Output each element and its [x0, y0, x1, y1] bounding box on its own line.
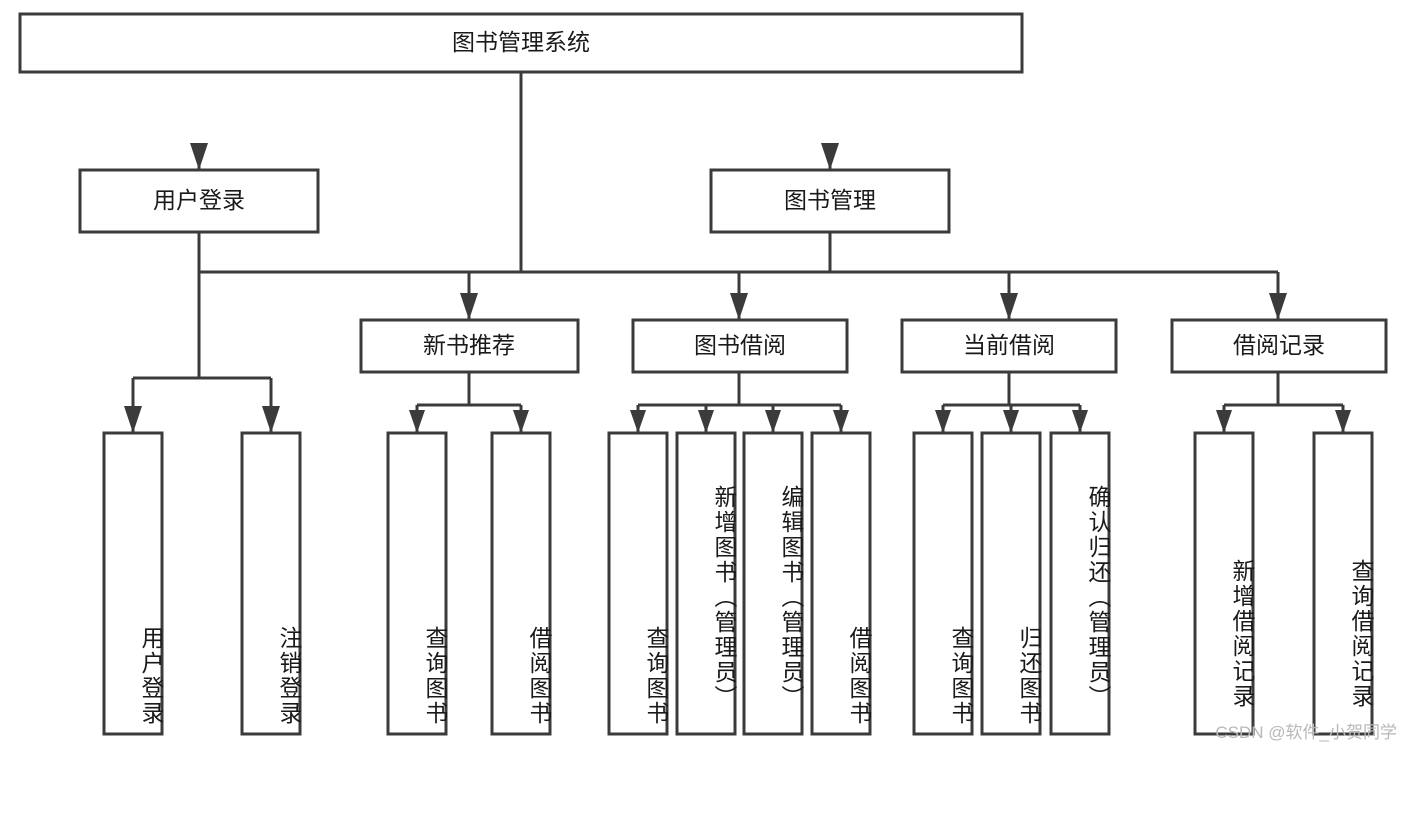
node-leaf-user-login-label: 用户登录 [138, 625, 164, 726]
arrow-borrowrecord-leaf2-icon [1335, 410, 1351, 433]
node-leaf-query-book-3-label: 查询图书 [948, 625, 974, 726]
arrow-to-newbook-icon [460, 293, 478, 320]
arrow-currentborrow-leaf2-icon [1003, 410, 1019, 433]
node-leaf-add-book-box[interactable] [675, 431, 737, 736]
arrow-currentborrow-leaf3-icon [1072, 410, 1088, 433]
node-borrow-record-label: 借阅记录 [1233, 332, 1325, 358]
node-leaf-add-book-label: 新增图书（管理员） [711, 485, 737, 710]
node-leaf-add-record-label: 新增借阅记录 [1229, 558, 1255, 709]
node-leaf-edit-book-box[interactable] [742, 431, 804, 736]
node-leaf-query-book-3-box[interactable] [912, 431, 974, 736]
arrow-currentborrow-leaf1-icon [935, 410, 951, 433]
node-book-management-label: 图书管理 [784, 187, 876, 213]
arrow-newbook-leaf2-icon [513, 410, 529, 433]
arrow-bookborrow-leaf1-icon [630, 410, 646, 433]
node-current-borrow-box[interactable] [900, 318, 1118, 374]
node-leaf-user-login-box[interactable] [102, 431, 164, 736]
node-leaf-query-book-1-box[interactable] [386, 431, 448, 736]
node-leaf-query-book-2-box[interactable] [607, 431, 669, 736]
node-new-book-recommend-box[interactable] [359, 318, 580, 374]
arrow-root-to-bookmgmt-icon [821, 143, 839, 170]
arrow-to-currentborrow-icon [1000, 293, 1018, 320]
node-leaf-query-book-2-label: 查询图书 [643, 625, 669, 726]
node-book-management-box[interactable] [709, 168, 951, 234]
arrow-user-leaf1-icon [124, 406, 142, 433]
arrow-bookborrow-leaf3-icon [765, 410, 781, 433]
node-leaf-confirm-return-box[interactable] [1049, 431, 1111, 736]
node-book-borrow-box[interactable] [631, 318, 849, 374]
arrow-user-leaf2-icon [262, 406, 280, 433]
diagram-canvas: 图书管理系统 用户登录 图书管理 新书推荐 图书借阅 当前借阅 借阅记录 [18, 12, 1388, 736]
node-leaf-borrow-book-2-box[interactable] [810, 431, 872, 736]
node-leaf-logout-box[interactable] [240, 431, 302, 736]
node-leaf-borrow-book-1-label: 借阅图书 [526, 625, 552, 726]
node-new-book-recommend-label: 新书推荐 [423, 332, 515, 358]
node-leaf-return-book-label: 归还图书 [1016, 625, 1042, 726]
arrow-to-bookborrow-icon [730, 293, 748, 320]
node-borrow-record-box[interactable] [1170, 318, 1388, 374]
node-leaf-borrow-book-1-box[interactable] [490, 431, 552, 736]
node-book-borrow-label: 图书借阅 [694, 332, 786, 358]
flowchart-diagram: 图书管理系统 用户登录 图书管理 新书推荐 图书借阅 当前借阅 借阅记录 [18, 12, 1397, 742]
node-leaf-confirm-return-label: 确认归还（管理员） [1085, 485, 1111, 710]
node-leaf-add-record-box[interactable] [1193, 431, 1255, 736]
node-leaf-borrow-book-2-label: 借阅图书 [846, 625, 872, 726]
arrow-borrowrecord-leaf1-icon [1216, 410, 1232, 433]
node-leaf-query-record-box[interactable] [1312, 431, 1374, 736]
node-root-label: 图书管理系统 [452, 29, 590, 55]
csdn-watermark: CSDN @软件_小贺同学 [1215, 723, 1397, 742]
node-user-login-box[interactable] [78, 168, 320, 234]
node-leaf-query-book-1-label: 查询图书 [422, 625, 448, 726]
node-leaf-edit-book-label: 编辑图书（管理员） [778, 485, 804, 710]
arrow-root-to-user-icon [190, 143, 208, 170]
node-current-borrow-label: 当前借阅 [963, 332, 1055, 358]
arrow-to-borrowrecord-icon [1269, 293, 1287, 320]
arrow-bookborrow-leaf4-icon [833, 410, 849, 433]
node-leaf-logout-label: 注销登录 [276, 625, 302, 726]
node-leaf-query-record-label: 查询借阅记录 [1348, 558, 1374, 709]
arrow-newbook-leaf1-icon [409, 410, 425, 433]
arrow-bookborrow-leaf2-icon [698, 410, 714, 433]
node-root-box[interactable] [18, 12, 1024, 74]
node-leaf-return-book-box[interactable] [980, 431, 1042, 736]
node-user-login-label: 用户登录 [153, 187, 245, 213]
